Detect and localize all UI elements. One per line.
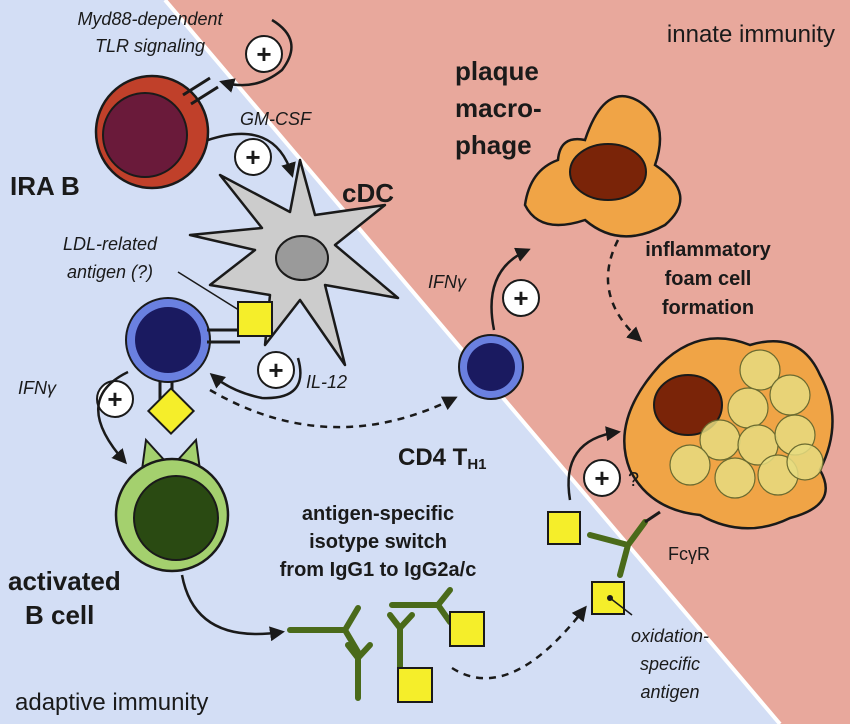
foam-label-line2: foam cell xyxy=(665,268,752,290)
activated-b-label-line2: B cell xyxy=(25,600,94,630)
antigen-square xyxy=(397,667,433,703)
svg-text:+: + xyxy=(513,283,528,313)
cd4-th1-label: CD4 TH1 xyxy=(398,444,487,473)
plaque-macrophage xyxy=(523,94,682,238)
svg-text:+: + xyxy=(268,355,283,385)
adaptive-immunity-label: adaptive immunity xyxy=(15,689,208,716)
antibody-group xyxy=(287,587,453,701)
ldl-label-line2: antigen (?) xyxy=(67,262,153,282)
ldl-antigen xyxy=(237,301,273,337)
antigen-square xyxy=(449,611,485,647)
cd4-th1-cell xyxy=(458,334,524,400)
ox-label-line3: antigen xyxy=(640,682,699,702)
foam-label-line3: formation xyxy=(662,297,754,319)
gm-csf-label: GM-CSF xyxy=(240,109,312,129)
switch-label-line2: isotype switch xyxy=(309,531,447,553)
il12-label: IL-12 xyxy=(306,372,347,392)
foam-label-line1: inflammatory xyxy=(645,239,771,261)
ox-label-line1: oxidation- xyxy=(631,626,709,646)
antibody-fcgr xyxy=(587,519,648,578)
plus-icon: + xyxy=(502,279,540,317)
switch-label-line3: from IgG1 to IgG2a/c xyxy=(280,559,477,581)
innate-immunity-label: innate immunity xyxy=(667,21,835,48)
myd88-label-line2: TLR signaling xyxy=(95,36,205,56)
switch-label-line1: antigen-specific xyxy=(302,503,454,525)
svg-text:+: + xyxy=(594,463,609,493)
dendritic-cell xyxy=(188,158,400,367)
activated-b-label-line1: activated xyxy=(8,566,121,596)
myd88-label-line1: Myd88-dependent xyxy=(77,9,223,29)
antigen-square xyxy=(547,511,581,545)
macrophage-label-line1: plaque xyxy=(455,56,539,86)
ira-b-label: IRA B xyxy=(10,171,80,201)
ox-label-line2: specific xyxy=(640,654,700,674)
svg-text:+: + xyxy=(245,142,260,172)
macrophage-label-line3: phage xyxy=(455,130,532,160)
plus-icon: + xyxy=(245,35,283,73)
svg-text:+: + xyxy=(107,384,122,414)
plus-icon: + xyxy=(583,459,621,497)
cdc-label: cDC xyxy=(342,178,394,208)
t-cell-left xyxy=(125,297,240,408)
ifng-label-right: IFNγ xyxy=(428,272,467,292)
question-mark: ? xyxy=(628,469,639,491)
plus-icon: + xyxy=(257,351,295,389)
ldl-label-line1: LDL-related xyxy=(63,234,158,254)
antigen-diamond xyxy=(146,386,196,436)
activated-b-cell xyxy=(114,437,230,573)
svg-text:+: + xyxy=(256,39,271,69)
ira-b-cell xyxy=(94,74,219,190)
macrophage-label-line2: macro- xyxy=(455,93,542,123)
plus-icon: + xyxy=(96,380,134,418)
plus-icon: + xyxy=(234,138,272,176)
foam-cell xyxy=(623,337,834,530)
ifng-label-left: IFNγ xyxy=(18,378,57,398)
fcgr-label: FcγR xyxy=(668,544,710,564)
